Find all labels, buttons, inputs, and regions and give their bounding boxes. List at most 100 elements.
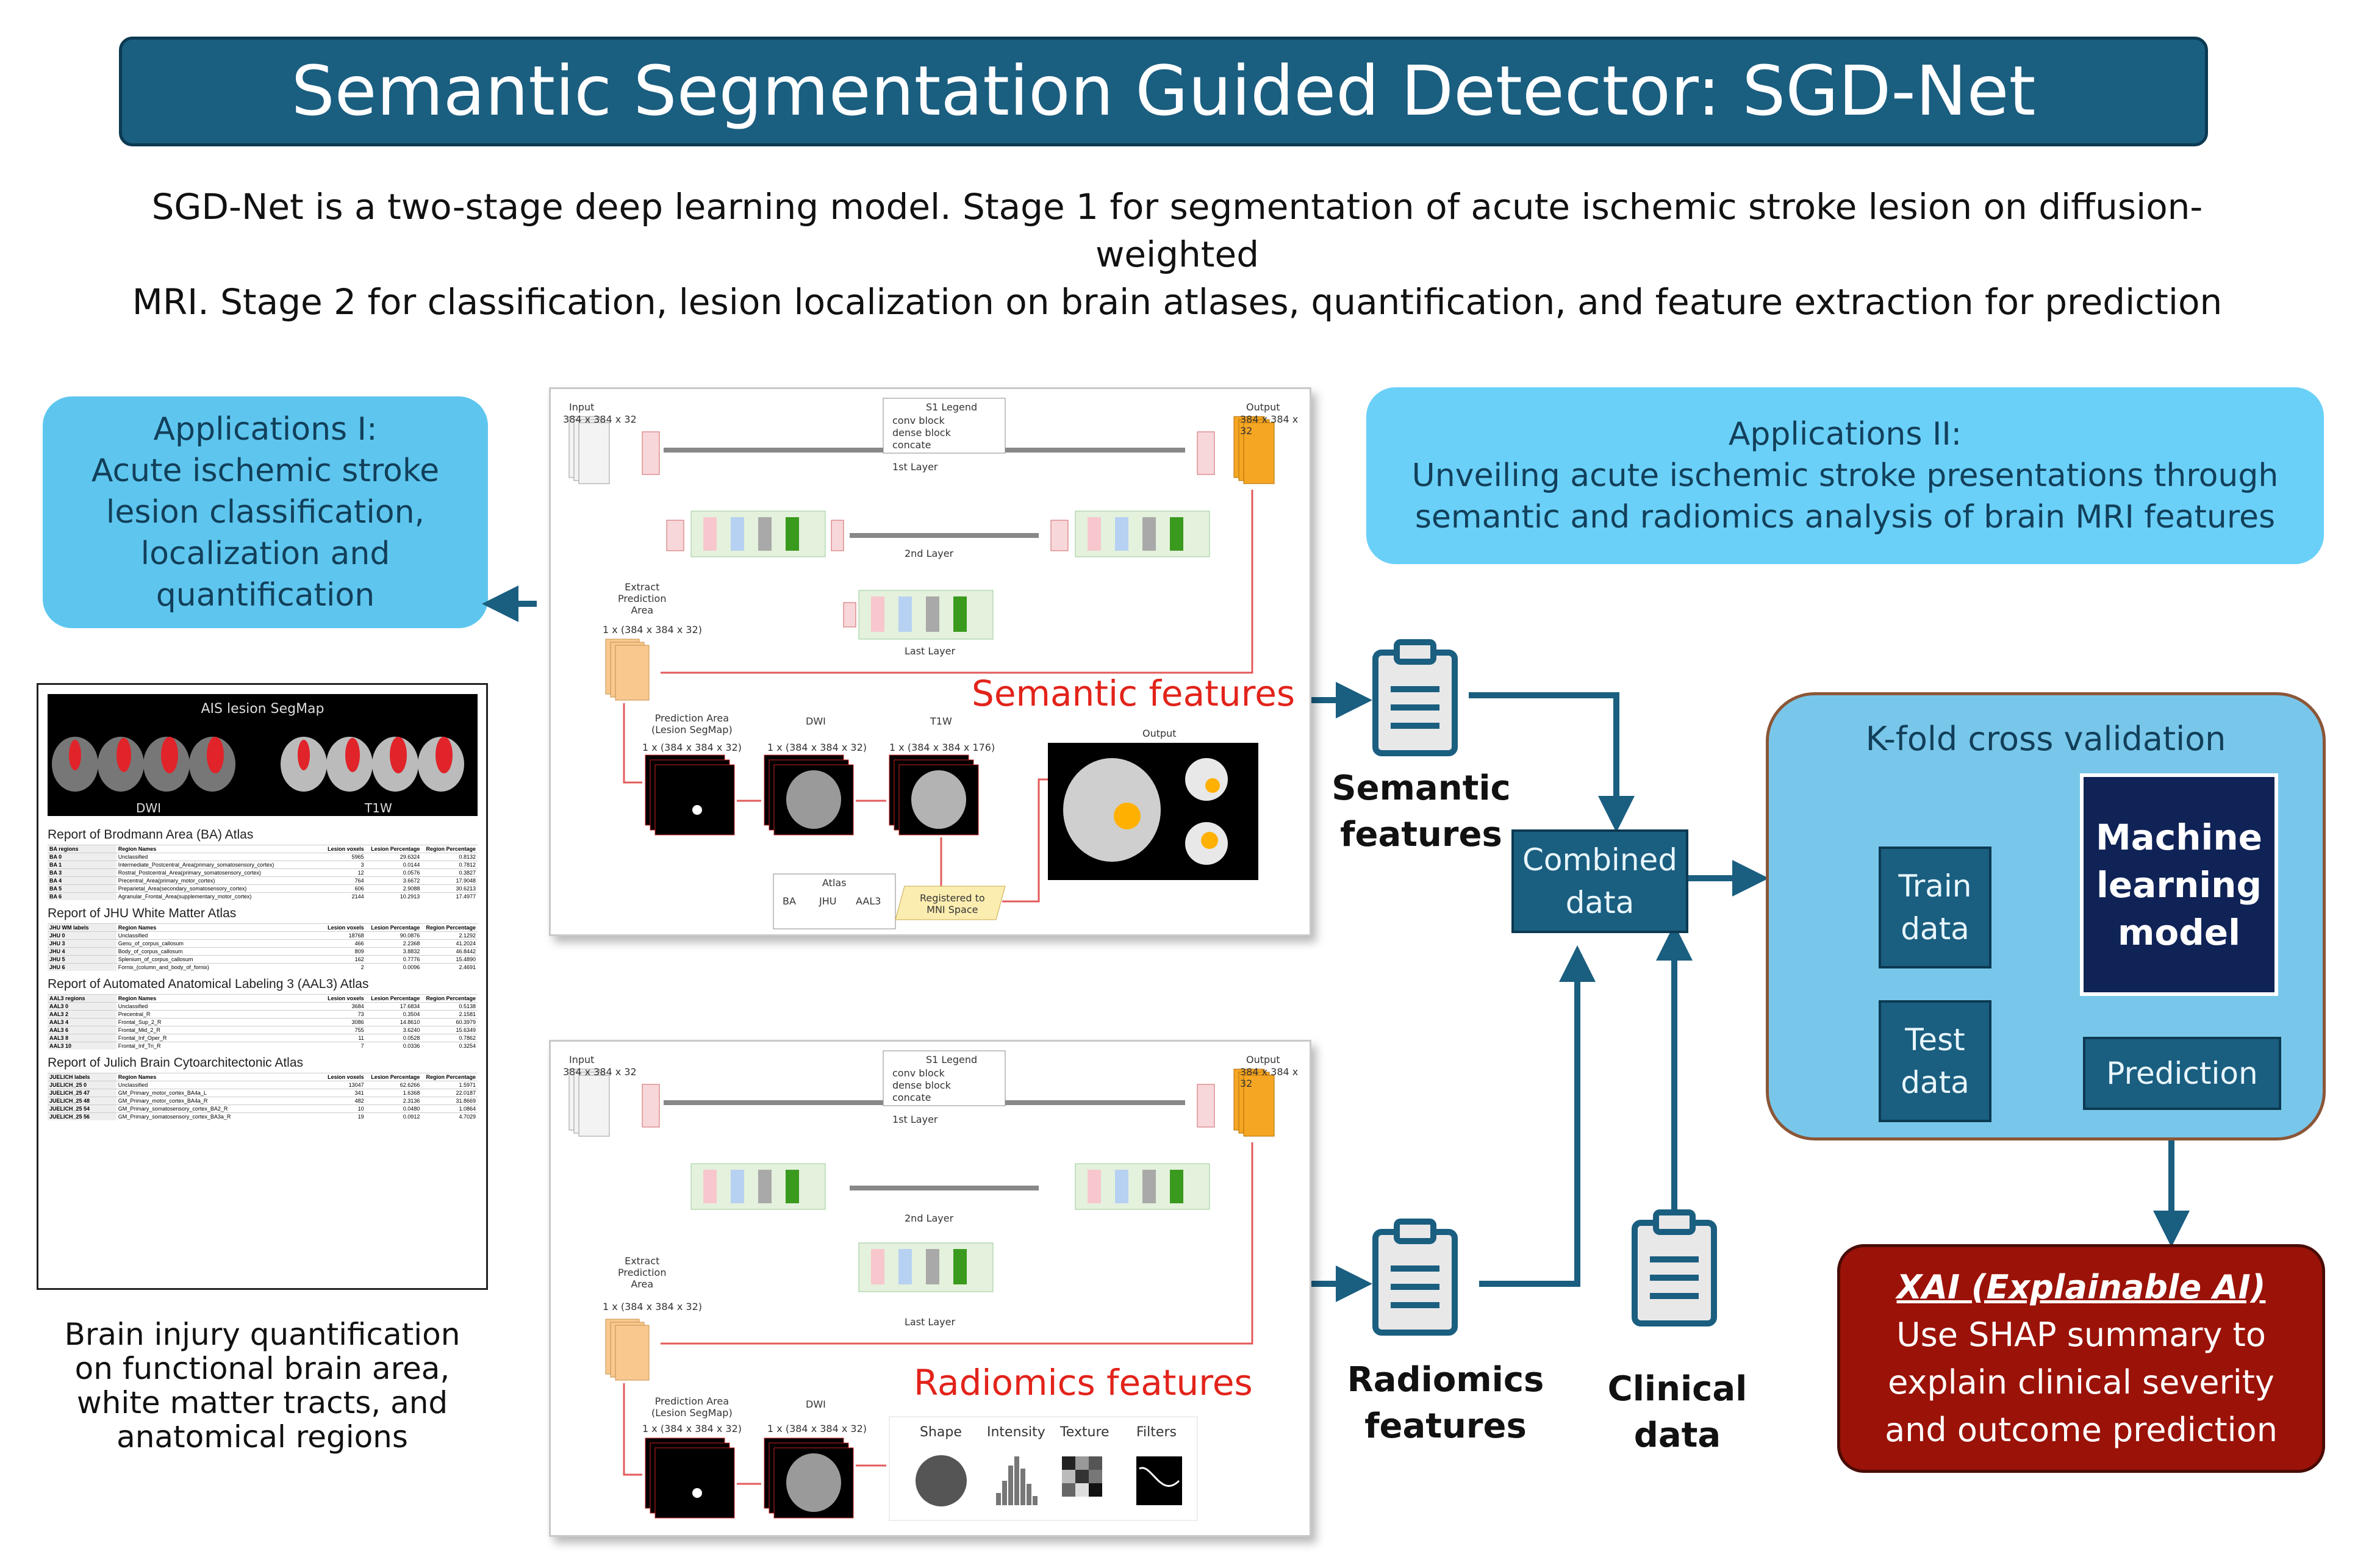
table-cell: 73: [314, 1010, 366, 1018]
extract-dim-label: 1 x (384 x 384 x 32): [603, 1301, 703, 1312]
table-cell: JHU 4: [48, 947, 116, 956]
output-stack: [1233, 1069, 1275, 1137]
shape-icon: [916, 1455, 967, 1506]
table-cell: Rostral_Postcentral_Area(primary_somatos…: [116, 868, 315, 877]
table-cell: Body_of_corpus_callosum: [116, 947, 315, 956]
table-cell: JHU 0: [48, 931, 116, 940]
table-cell: JUELICH_25 56: [48, 1112, 116, 1120]
table-cell: 466: [314, 939, 366, 948]
table-cell: 17.6834: [365, 1002, 422, 1011]
radiomics-network-panel: Input 384 x 384 x 32 Output 384 x 384 x …: [549, 1040, 1311, 1537]
table-cell: Precentral_Area(primary_motor_cortex): [116, 876, 315, 885]
table-cell: 3086: [314, 1018, 366, 1026]
radiomics-item-filters: Filters: [1136, 1425, 1177, 1440]
table-cell: 1.5971: [421, 1081, 478, 1089]
table-cell: 0.7776: [365, 955, 422, 964]
table-header-cell: Region Percentage: [421, 1073, 478, 1081]
output-stack: [1233, 416, 1275, 484]
legend-item: dense block: [892, 1079, 951, 1091]
table-cell: 0.3254: [421, 1042, 478, 1050]
output-label: Output: [1246, 1054, 1280, 1065]
table-cell: 0.0576: [365, 868, 422, 877]
table-header-cell: Lesion voxels: [314, 994, 366, 1003]
layer-1-label: 1st Layer: [892, 461, 938, 473]
table-header-cell: Lesion voxels: [314, 845, 366, 853]
table-cell: JHU 5: [48, 955, 116, 964]
table-cell: JUELICH_25 0: [48, 1081, 116, 1089]
feature-map: [1088, 517, 1101, 551]
radiomics-item-shape: Shape: [920, 1425, 962, 1440]
prediction-area-stack: [645, 754, 735, 836]
table-cell: 14.8610: [365, 1018, 422, 1026]
table-cell: 341: [314, 1089, 366, 1097]
table-cell: 4.7029: [421, 1112, 478, 1120]
table-cell: 0.3827: [421, 868, 478, 877]
xai-line: explain clinical severity: [1888, 1362, 2274, 1402]
report-t1w-label: T1W: [365, 801, 392, 815]
semantic-network-panel: Input 384 x 384 x 32 Output 384 x 384 x …: [549, 387, 1311, 936]
table-cell: Fornix_(column_and_body_of_fornix): [116, 963, 315, 971]
table-cell: 2.4691: [421, 963, 478, 971]
table-cell: 10.2913: [365, 892, 422, 900]
table-cell: 2: [314, 963, 366, 971]
report-caption: Brain injury quantification on functiona…: [37, 1317, 488, 1454]
radiomics-item-intensity: Intensity: [987, 1425, 1045, 1440]
atlas-label: Atlas: [822, 877, 847, 889]
table-cell: 2.2368: [365, 939, 422, 948]
atlas-item: JHU: [819, 895, 837, 907]
t1w-dim-label: 1 x (384 x 384 x 176): [889, 742, 995, 753]
table-header-cell: JHU WM labels: [48, 923, 116, 932]
dwi-dim-label: 1 x (384 x 384 x 32): [767, 1423, 867, 1434]
table-cell: 17.4977: [421, 892, 478, 900]
table-cell: 2.1581: [421, 1010, 478, 1018]
conv-block: [1050, 520, 1069, 551]
segmap-image: AIS lesion SegMap DWI T1W: [48, 694, 478, 816]
table-cell: BA 1: [48, 861, 116, 869]
unet-diagram-radiomics: [568, 1050, 1275, 1521]
table-header-cell: Lesion voxels: [314, 923, 366, 932]
table-cell: 482: [314, 1097, 366, 1105]
arrow-radiomics-to-combined: [1479, 945, 1596, 1287]
applications-1-box: Applications I: Acute ischemic stroke le…: [43, 396, 488, 628]
table-cell: BA 0: [48, 853, 116, 861]
table-cell: JUELICH_25 47: [48, 1089, 116, 1097]
atlas-item: BA: [783, 895, 796, 907]
xai-line: Use SHAP summary to: [1896, 1315, 2266, 1354]
subtitle-line-2: MRI. Stage 2 for classification, lesion …: [132, 281, 2223, 323]
feature-map: [898, 596, 912, 632]
table-cell: 0.5138: [421, 1002, 478, 1011]
table-cell: BA 5: [48, 884, 116, 893]
table-header-cell: Region Percentage: [421, 923, 478, 932]
report-section-title: Report of Automated Anatomical Labeling …: [48, 977, 369, 991]
registered-parallelogram: [895, 886, 1006, 920]
legend-title: S1 Legend: [926, 1054, 978, 1065]
prediction-box: Prediction: [2083, 1037, 2281, 1110]
xai-box: XAI (Explainable AI) Use SHAP summary to…: [1837, 1244, 2325, 1473]
feature-map: [953, 596, 967, 632]
legend-title: S1 Legend: [926, 401, 978, 413]
prediction-dim-label: 1 x (384 x 384 x 32): [642, 742, 742, 753]
table-cell: 7: [314, 1042, 366, 1050]
report-section-title: Report of Julich Brain Cytoarchitectonic…: [48, 1056, 304, 1070]
table-cell: 2.1292: [421, 931, 478, 940]
arrow-semantic-to-combined: [1469, 692, 1635, 832]
input-dim-label: 384 x 384 x 32: [563, 413, 637, 425]
table-cell: Precentral_R: [116, 1010, 315, 1018]
table-cell: 0.0336: [365, 1042, 422, 1050]
red-flow-line: [1002, 778, 1048, 903]
